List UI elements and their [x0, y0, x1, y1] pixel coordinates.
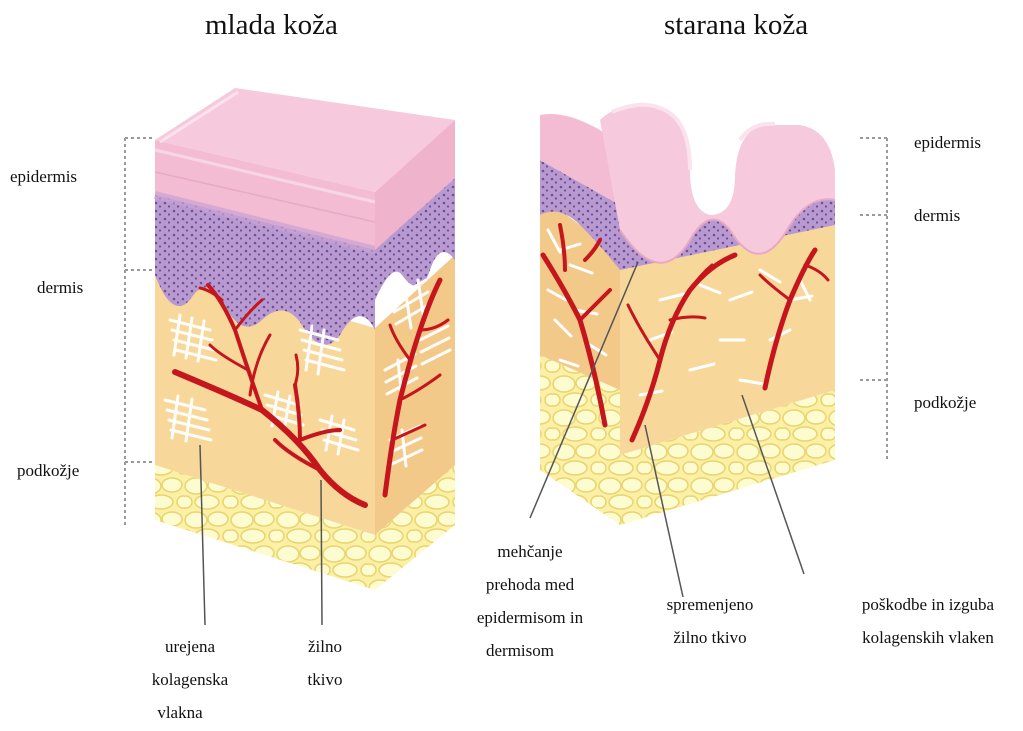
vascular-tissue-callout: žilno tkivo — [290, 632, 360, 695]
callout-line-1: urejena — [130, 632, 250, 662]
young-epidermis-label: epidermis — [10, 162, 77, 192]
aged-dermis-label: dermis — [914, 201, 960, 231]
aged-skin-title: starana koža — [664, 8, 808, 42]
callout-line-1: mehčanje — [455, 537, 605, 567]
ordered-collagen-callout: urejena kolagenska vlakna — [130, 632, 250, 728]
young-front-face — [155, 140, 375, 590]
young-layer-bracket — [125, 138, 152, 525]
callout-line-2: žilno tkivo — [650, 623, 770, 653]
young-subcutis-label: podkožje — [17, 456, 79, 486]
callout-line-2: kolagenska — [130, 665, 250, 695]
aged-layer-bracket — [860, 138, 887, 462]
callout-line-2: prehoda med — [455, 570, 605, 600]
callout-line-3: vlakna — [110, 698, 250, 728]
young-dermis-label: dermis — [37, 273, 83, 303]
aged-epidermis-label: epidermis — [914, 128, 981, 158]
young-skin-title: mlada koža — [205, 8, 338, 42]
callout-line-1: žilno — [290, 632, 360, 662]
aged-skin-block — [530, 105, 887, 597]
callout-line-3: epidermisom in — [455, 603, 605, 633]
callout-line-2: tkivo — [290, 665, 360, 695]
aged-subcutis-label: podkožje — [914, 388, 976, 418]
callout-line-1: spremenjeno — [650, 590, 770, 620]
callout-line-1: poškodbe in izguba — [840, 590, 1016, 620]
callout-line-4: dermisom — [435, 636, 605, 666]
young-skin-block — [125, 88, 455, 625]
collagen-damage-callout: poškodbe in izguba kolagenskih vlaken — [840, 590, 1016, 653]
callout-line-2: kolagenskih vlaken — [840, 623, 1016, 653]
changed-vascular-callout: spremenjeno žilno tkivo — [650, 590, 770, 653]
junction-softening-callout: mehčanje prehoda med epidermisom in derm… — [455, 537, 605, 666]
